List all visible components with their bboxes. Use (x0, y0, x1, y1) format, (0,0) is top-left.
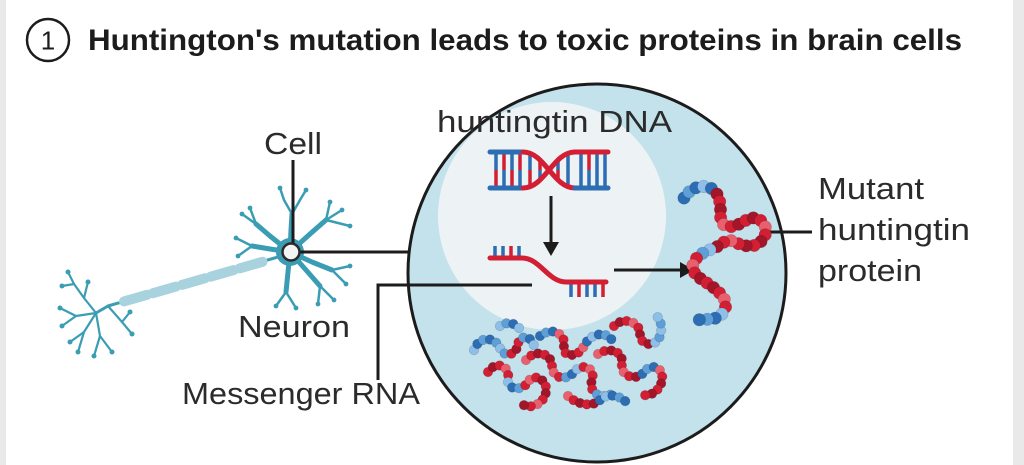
dendrite-branch (330, 268, 348, 286)
toxic-protein-chain-beads (608, 312, 667, 350)
terminal-bouton (67, 339, 73, 345)
protein-bead (640, 390, 651, 401)
protein-bead (518, 400, 530, 411)
terminal-branch (98, 334, 114, 354)
messenger-rna-strand (487, 246, 609, 297)
dendrite-tip (331, 297, 337, 303)
dendrite-tip (247, 205, 253, 211)
dendrite-branch (278, 186, 294, 216)
labels: Cell huntingtin DNA Mutant huntingtin pr… (182, 104, 970, 411)
terminal-bouton (109, 349, 115, 355)
terminal-bouton (85, 279, 91, 285)
myelin-sheath (147, 281, 181, 299)
axon-terminal (57, 269, 135, 359)
toxic-protein-aggregate (468, 312, 668, 412)
dendrite-branch (324, 208, 344, 222)
mutant-protein-label-line-3: protein (818, 253, 922, 288)
dendrite-branch (316, 284, 322, 306)
myelin-sheath (234, 256, 268, 274)
mutant-protein-label-line-1: Mutant (818, 171, 924, 206)
terminal-branch (60, 314, 78, 328)
terminal-branch (66, 270, 98, 315)
transcription-arrow (543, 196, 559, 256)
step-number-badge (25, 17, 71, 63)
mutant-protein (677, 179, 772, 327)
pointer-lines (291, 160, 812, 380)
terminal-bouton (91, 353, 97, 359)
terminal-bouton (65, 269, 71, 275)
dendrite-tip (347, 263, 353, 269)
axon-terminal-trunk (94, 304, 110, 315)
dendrite-tip (273, 303, 279, 309)
protein-bead (528, 339, 539, 351)
dendrite-branch (234, 236, 254, 248)
dendrite-branch (324, 200, 332, 222)
diagram-title: Huntington's mutation leads to toxic pro… (88, 24, 962, 57)
arrow-right-icon (680, 262, 694, 278)
dendrite-tip (315, 301, 321, 307)
dendrite-branch (290, 188, 308, 216)
dendrite-tip (239, 211, 245, 217)
dendrite-branch (284, 290, 298, 310)
huntingtin-dna-label: huntingtin DNA (437, 104, 672, 139)
title-row: 1 Huntington's mutation leads to toxic p… (25, 17, 962, 63)
mutant-protein-label-line-2: huntingtin (818, 212, 970, 247)
messenger-rna-pointer-line (376, 283, 532, 380)
translation-arrow (614, 262, 694, 278)
dendrite-branch (318, 284, 336, 302)
dendrite-tip (303, 187, 309, 193)
terminal-bouton (127, 309, 133, 315)
myelin-sheath (119, 289, 153, 307)
cell-label: Cell (264, 126, 322, 161)
terminal-bouton (59, 283, 65, 289)
dendrite-tip (339, 207, 345, 213)
dendrite-branch (240, 212, 258, 226)
dna-double-helix (487, 149, 611, 191)
protein-bead (513, 322, 525, 334)
terminal-bouton (59, 323, 65, 329)
dendrite-tip (347, 223, 353, 229)
toxic-protein-chain-beads (468, 332, 539, 359)
dendrite-tip (235, 253, 241, 259)
neuron-cell-marker (281, 242, 301, 262)
terminal-bouton (129, 331, 135, 337)
rna-backbone (487, 255, 609, 285)
dendrite-tip (327, 199, 333, 205)
terminal-bouton (75, 349, 81, 355)
dendrite-tip (277, 185, 283, 191)
messenger-rna-label: Messenger RNA (182, 376, 420, 411)
terminal-branch (82, 280, 90, 300)
dna-strand (520, 149, 578, 191)
dendrite-tip (343, 281, 349, 287)
protein-bead (692, 313, 706, 327)
mutant-protein-chain-beads (677, 179, 772, 327)
toxic-protein-chain-beads (482, 360, 552, 412)
myelin-sheath (176, 273, 210, 290)
terminal-branch (76, 330, 86, 354)
toxic-protein-chain-beads (592, 345, 668, 401)
arrow-down-icon (543, 242, 559, 256)
toxic-protein-chain-beads (562, 390, 631, 410)
myelin-sheaths (119, 256, 268, 307)
dendrite-tip (293, 305, 299, 311)
protein-bead (620, 395, 631, 407)
dendrite-branch (274, 290, 288, 308)
dendrite-branch (248, 206, 258, 226)
neuron-label: Neuron (238, 309, 350, 344)
protein-bead (652, 312, 663, 323)
toxic-protein-chain-beads (494, 318, 525, 334)
protein-bead (606, 334, 617, 345)
cell-membrane (406, 82, 788, 464)
dendrite-branch (330, 264, 352, 272)
dendrite-branch (324, 218, 352, 228)
terminal-bouton (57, 305, 63, 311)
myelin-sheath (205, 265, 239, 282)
dendrite-tip (233, 235, 239, 241)
step-number: 1 (41, 26, 55, 56)
toxic-protein-chain-beads (534, 326, 617, 361)
dendrite-branch (236, 244, 254, 258)
